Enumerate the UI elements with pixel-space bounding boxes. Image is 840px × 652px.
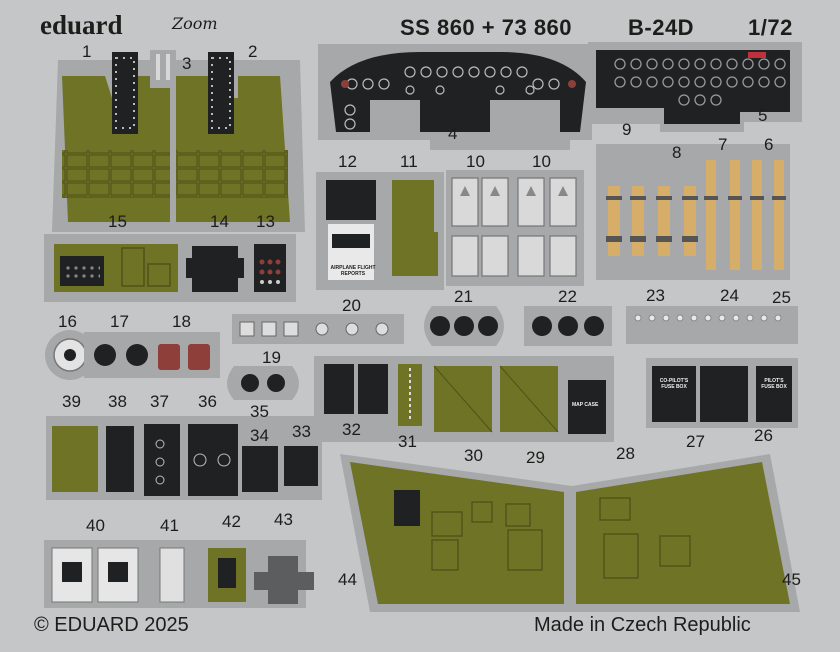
copilot-fuse-box-label: CO-PILOT'S FUSE BOX: [659, 378, 689, 390]
map-case-label: MAP CASE: [572, 402, 599, 408]
part-number-37: 37: [150, 392, 169, 411]
part-number-23: 23: [646, 286, 665, 305]
part-number-35: 35: [250, 402, 269, 421]
part-number-34: 34: [250, 426, 269, 445]
part-number-42: 42: [222, 512, 241, 531]
part-number-40: 40: [86, 516, 105, 535]
part-number-33: 33: [292, 422, 311, 441]
part-number-32: 32: [342, 420, 361, 439]
part-number-10a: 10: [466, 152, 485, 171]
part-1-2-3-side-panels: [52, 50, 305, 232]
part-number-36: 36: [198, 392, 217, 411]
part-5-overhead-panel: [588, 42, 802, 132]
flight-reports-label: AIRPLANE FLIGHT REPORTS: [330, 265, 376, 277]
part-number-6: 6: [764, 135, 774, 154]
aircraft-name: B-24D: [628, 15, 695, 40]
scale: 1/72: [748, 15, 793, 40]
brand-logo: eduard: [40, 10, 123, 40]
part-number-26: 26: [754, 426, 773, 445]
part-number-25: 25: [772, 288, 791, 307]
part-number-31: 31: [398, 432, 417, 451]
part-number-12: 12: [338, 152, 357, 171]
part-number-39: 39: [62, 392, 81, 411]
part-13-14-15-panels: [44, 234, 296, 302]
part-number-22: 22: [558, 287, 577, 306]
part-number-29: 29: [526, 448, 545, 467]
part-number-7: 7: [718, 135, 728, 154]
part-20: [232, 314, 404, 344]
part-28-32-map-case: [314, 356, 614, 442]
part-26-27-fuse-boxes: [646, 358, 798, 428]
part-21-22: [424, 306, 612, 346]
part-number-30: 30: [464, 446, 483, 465]
part-19: [227, 366, 299, 400]
part-number-10b: 10: [532, 152, 551, 171]
part-number-20: 20: [342, 296, 361, 315]
part-number-11: 11: [400, 152, 418, 171]
part-number-2: 2: [248, 42, 258, 61]
part-6-9-seatbelts: [596, 144, 790, 280]
part-number-14: 14: [210, 212, 229, 231]
copyright-text: © EDUARD 2025: [34, 614, 189, 636]
part-number-17: 17: [110, 312, 129, 331]
part-number-18: 18: [172, 312, 191, 331]
part-number-3: 3: [182, 54, 192, 73]
origin-text: Made in Czech Republic: [534, 614, 751, 636]
part-number-27: 27: [686, 432, 705, 451]
part-number-24: 24: [720, 286, 739, 305]
part-number-21: 21: [454, 287, 473, 306]
part-number-5: 5: [758, 106, 768, 125]
part-40-43-boxes: [44, 540, 314, 608]
part-number-13: 13: [256, 212, 275, 231]
part-10-seats: [446, 170, 584, 286]
part-number-41: 41: [160, 516, 179, 535]
pilot-fuse-box-label: PILOT'S FUSE BOX: [761, 378, 787, 390]
part-number-28: 28: [616, 444, 635, 463]
part-11-12-flight-reports: [316, 172, 444, 290]
part-number-16: 16: [58, 312, 77, 331]
part-number-43: 43: [274, 510, 293, 529]
part-number-45: 45: [782, 570, 801, 589]
part-4-instrument-panel: [318, 44, 592, 150]
part-23-24-25-levers: [626, 306, 798, 344]
set-code: SS 860 + 73 860: [400, 15, 573, 40]
part-number-44: 44: [338, 570, 357, 589]
part-number-15: 15: [108, 212, 127, 231]
zoom-series-logo: Zoom: [172, 14, 218, 33]
part-number-8: 8: [672, 143, 682, 162]
part-33-39-lower-panels: [46, 416, 322, 500]
part-16-17-18-gauges: [45, 330, 220, 380]
part-number-4: 4: [448, 124, 458, 143]
part-44-45-floor-panels: [340, 454, 800, 612]
part-number-1: 1: [82, 42, 92, 61]
part-number-9: 9: [622, 120, 632, 139]
part-number-38: 38: [108, 392, 127, 411]
part-number-19: 19: [262, 348, 281, 367]
